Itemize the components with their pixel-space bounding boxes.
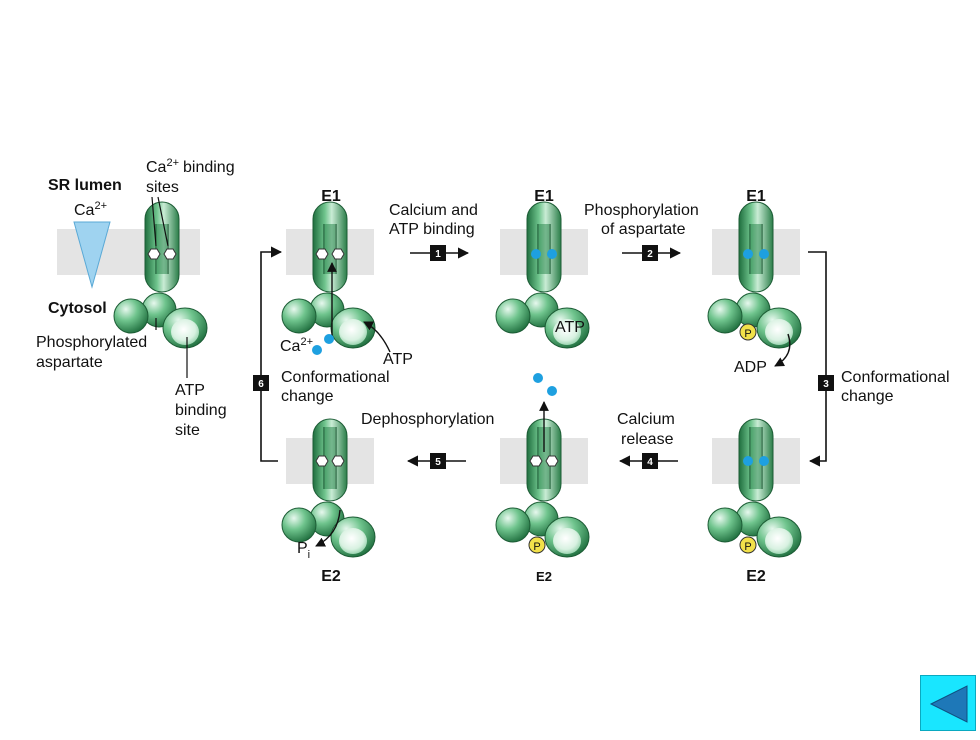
binding-sites-label: Ca2+binding: [146, 157, 235, 176]
legend-ca-label: Ca2+: [74, 200, 107, 219]
state-1-ca-ion: [324, 334, 334, 344]
triangle-left-icon: [929, 685, 968, 723]
step-6-arrow: [260, 246, 283, 462]
cytosol-label: Cytosol: [48, 300, 107, 317]
state-1-atp-label: ATP: [383, 351, 413, 368]
state-1-ca-label: Ca2+: [280, 336, 313, 355]
step-2-label: Phosphorylation: [584, 202, 699, 219]
binding-sites-pointer: [151, 196, 169, 247]
step-1-label-line2: ATP binding: [389, 221, 475, 238]
state-5-ca-ion: [547, 386, 557, 396]
state-4-phosphate-label: P: [744, 541, 751, 553]
step-5-label: Dephosphorylation: [361, 411, 494, 428]
state-5-pump: [495, 418, 590, 558]
state-5-phosphate: [528, 536, 546, 554]
state-5-label: E2: [536, 569, 552, 584]
state-1-ca-ion: [312, 345, 322, 355]
calcium-gradient-wedge: [73, 221, 111, 289]
state-6-label: E2: [321, 568, 341, 585]
step-1-label: Calcium and: [389, 202, 478, 219]
state-3-adp-label: ADP: [734, 359, 767, 376]
state-6-pi-label: Pi: [297, 540, 310, 561]
step-6-label: Conformational: [281, 369, 390, 386]
state-5-phosphate-label: P: [533, 541, 540, 553]
binding-sites-label-line2: sites: [146, 179, 179, 196]
step-6-label-line2: change: [281, 388, 334, 405]
state-4-pump: [707, 418, 802, 558]
state-3-pump: [707, 201, 802, 349]
sr-lumen-label: SR lumen: [48, 177, 122, 194]
state-3-phosphate-label: P: [744, 328, 751, 340]
state-5-ca-ion: [533, 373, 543, 383]
atp-site-label-line2: binding: [175, 402, 227, 419]
state-1-atp-arrow: [363, 321, 391, 353]
atp-site-label: ATP: [175, 382, 205, 399]
step-6-number: 6: [258, 379, 264, 390]
atp-site-label-line3: site: [175, 422, 200, 439]
state-2-atp-label: ATP: [555, 319, 585, 336]
state-3-label: E1: [746, 188, 766, 205]
step-2-number: 2: [647, 249, 653, 260]
step-1-number: 1: [435, 249, 441, 260]
step-4-label-line2: release: [621, 431, 674, 448]
step-3-label: Conformational: [841, 369, 950, 386]
step-3-label-line2: change: [841, 388, 894, 405]
legend-pump: [57, 201, 208, 349]
state-4-label: E2: [746, 568, 766, 585]
back-nav-button[interactable]: [920, 675, 976, 731]
state-1-pump: [281, 201, 376, 349]
state-4-phosphate: [739, 536, 757, 554]
phospho-aspartate-label: Phosphorylated: [36, 334, 147, 351]
state-6-pi-arrow: [315, 509, 341, 547]
step-5-number: 5: [435, 457, 441, 468]
step-4-label: Calcium: [617, 411, 675, 428]
step-3-number: 3: [823, 379, 829, 390]
state-3-phosphate: [739, 323, 757, 341]
state-1-label: E1: [321, 188, 341, 205]
step-4-number: 4: [647, 457, 653, 468]
step-3-arrow: [808, 251, 827, 467]
state-2-label: E1: [534, 188, 554, 205]
phospho-aspartate-label-line2: aspartate: [36, 354, 103, 371]
state-3-adp-arrow: [774, 333, 791, 367]
step-2-label-line2: of aspartate: [601, 221, 686, 238]
